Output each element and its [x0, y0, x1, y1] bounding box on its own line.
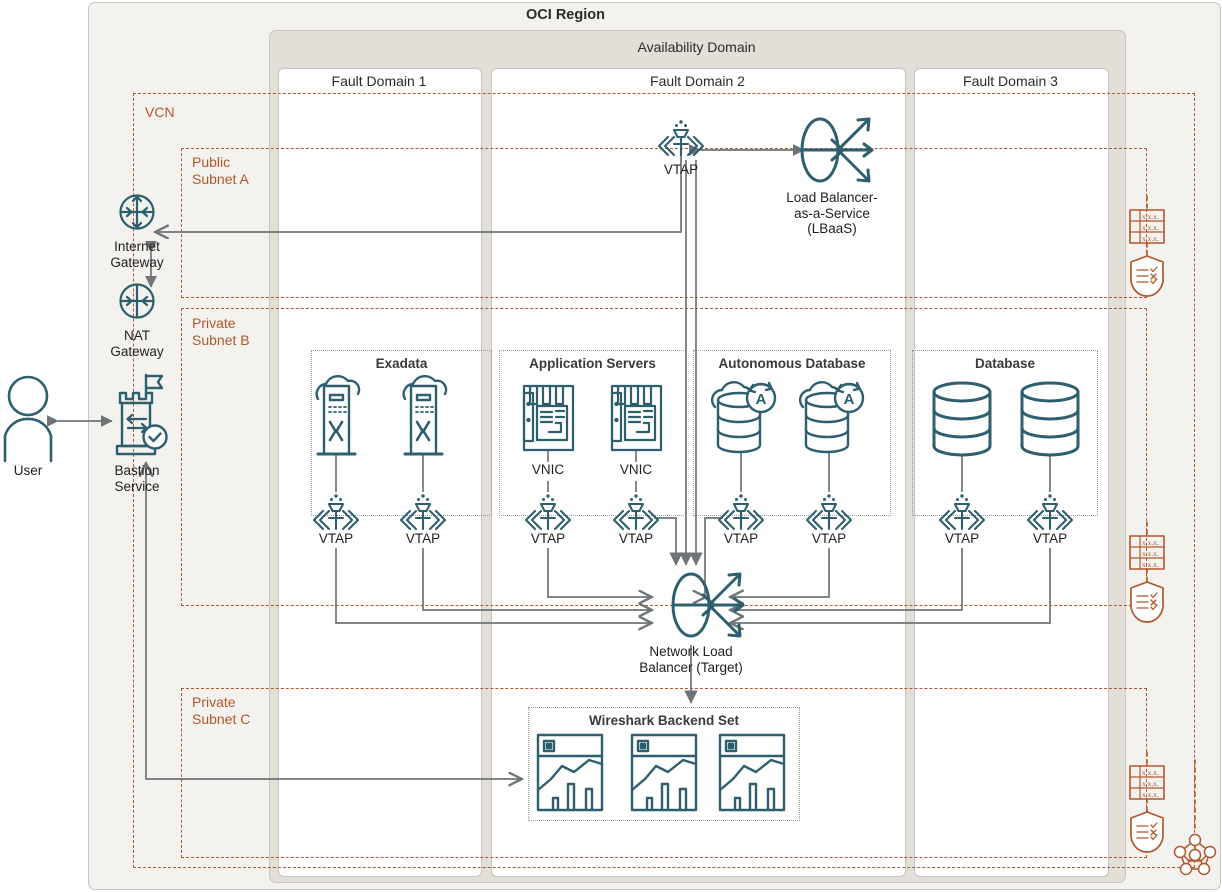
- vcn-label: VCN: [145, 104, 175, 120]
- route-table-row: x.x.x.: [1142, 790, 1159, 799]
- vtap-label: VTAP: [944, 531, 980, 546]
- private-subnet-b-label: Private Subnet B: [192, 315, 250, 348]
- vtap-label: VTAP: [318, 531, 354, 546]
- oci-region-title: OCI Region: [526, 7, 605, 23]
- wireshark-backend-set-box: Wireshark Backend Set: [528, 707, 800, 821]
- database-group-box: Database: [912, 350, 1098, 516]
- autonomous-database-group-box: Autonomous Database: [693, 350, 891, 516]
- private-subnet-c-label: Private Subnet C: [192, 694, 251, 727]
- user-icon: [3, 375, 53, 463]
- vtap-label: VTAP: [723, 531, 759, 546]
- vtap-label: VTAP: [618, 531, 654, 546]
- exadata-group-title: Exadata: [375, 356, 428, 371]
- application-servers-group-box: Application Servers: [499, 350, 686, 516]
- route-table-row: x.x.x.: [1142, 549, 1159, 558]
- vtap-label: VTAP: [530, 531, 566, 546]
- fault-domain-3-title: Fault Domain 3: [963, 73, 1058, 89]
- route-table-row: x.x.x.: [1142, 779, 1159, 788]
- vtap-label: VTAP: [405, 531, 441, 546]
- bastion-service-label: Bastion Service: [114, 463, 160, 494]
- wireshark-backend-set-title: Wireshark Backend Set: [589, 713, 739, 728]
- route-table-row: x.x.x.: [1142, 234, 1159, 243]
- network-load-balancer-label: Network Load Balancer (Target): [639, 644, 743, 675]
- fault-domain-3-container: [914, 68, 1109, 877]
- nat-gateway-label: NAT Gateway: [110, 328, 164, 359]
- route-table-row: x.x.x.: [1142, 538, 1159, 547]
- fault-domain-1-title: Fault Domain 1: [331, 73, 427, 89]
- vnic-label: VNIC: [619, 462, 653, 477]
- route-table-rows: x.x.x. x.x.x. x.x.x.: [1142, 537, 1159, 570]
- database-group-title: Database: [974, 356, 1036, 371]
- internet-gateway-label: Internet Gateway: [110, 239, 164, 270]
- route-table-row: x.x.x.: [1142, 212, 1159, 221]
- fault-domain-2-title: Fault Domain 2: [650, 73, 745, 89]
- vtap-label: VTAP: [811, 531, 847, 546]
- availability-domain-title: Availability Domain: [637, 39, 756, 55]
- route-table-rows: x.x.x. x.x.x. x.x.x.: [1142, 767, 1159, 800]
- private-subnet-b-boundary: [181, 308, 1147, 606]
- route-table-row: x.x.x.: [1142, 223, 1159, 232]
- application-servers-group-title: Application Servers: [529, 356, 656, 371]
- route-table-rows: x.x.x. x.x.x. x.x.x.: [1142, 211, 1159, 244]
- user-label: User: [13, 463, 43, 478]
- lbaas-label: Load Balancer- as-a-Service (LBaaS): [786, 190, 878, 236]
- public-subnet-a-label: Public Subnet A: [192, 154, 249, 187]
- exadata-group-box: Exadata: [311, 350, 492, 516]
- route-table-row: x.x.x.: [1142, 768, 1159, 777]
- vcn-boundary: [133, 93, 1195, 868]
- vnic-label: VNIC: [531, 462, 565, 477]
- vtap-label: VTAP: [1032, 531, 1068, 546]
- autonomous-database-group-title: Autonomous Database: [718, 356, 866, 371]
- route-table-row: x.x.x.: [1142, 560, 1159, 569]
- public-vtap-label: VTAP: [663, 162, 699, 177]
